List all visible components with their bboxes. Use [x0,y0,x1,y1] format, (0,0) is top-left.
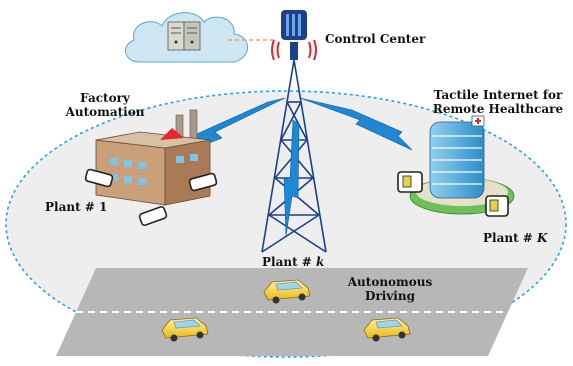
plant-K-prefix: Plant # [483,231,538,245]
factory-label-line2: Automation [65,105,145,119]
tactile-label-line2: Remote Healthcare [432,102,564,116]
car-icon [161,317,209,342]
server-icon [167,21,201,51]
tactile-internet-label: Tactile Internet for Remote Healthcare [428,88,568,116]
hospital-icon [409,115,515,215]
device-icon [397,171,509,217]
antenna-icon [271,10,317,61]
plant-K-label: Plant # K [483,231,547,245]
car-icon [363,317,411,342]
factory-automation-label: Factory Automation [52,91,158,119]
autonomous-label-line1: Autonomous [347,275,433,289]
plant-k-label: Plant # k [262,255,324,269]
factory-label-line1: Factory [80,91,130,105]
autonomous-driving-label: Autonomous Driving [340,275,440,303]
plant-1-label: Plant # 1 [45,200,107,214]
control-center-label: Control Center [325,32,426,46]
car-icon [263,279,311,304]
tactile-label-line1: Tactile Internet for [433,88,563,102]
device-icon [84,168,218,227]
plant-1-prefix: Plant # [45,200,100,214]
plant-1-index: 1 [99,200,108,214]
plant-k-index: k [316,255,325,269]
autonomous-label-line2: Driving [365,289,415,303]
plant-K-index: K [537,231,548,245]
plant-k-prefix: Plant # [262,255,317,269]
